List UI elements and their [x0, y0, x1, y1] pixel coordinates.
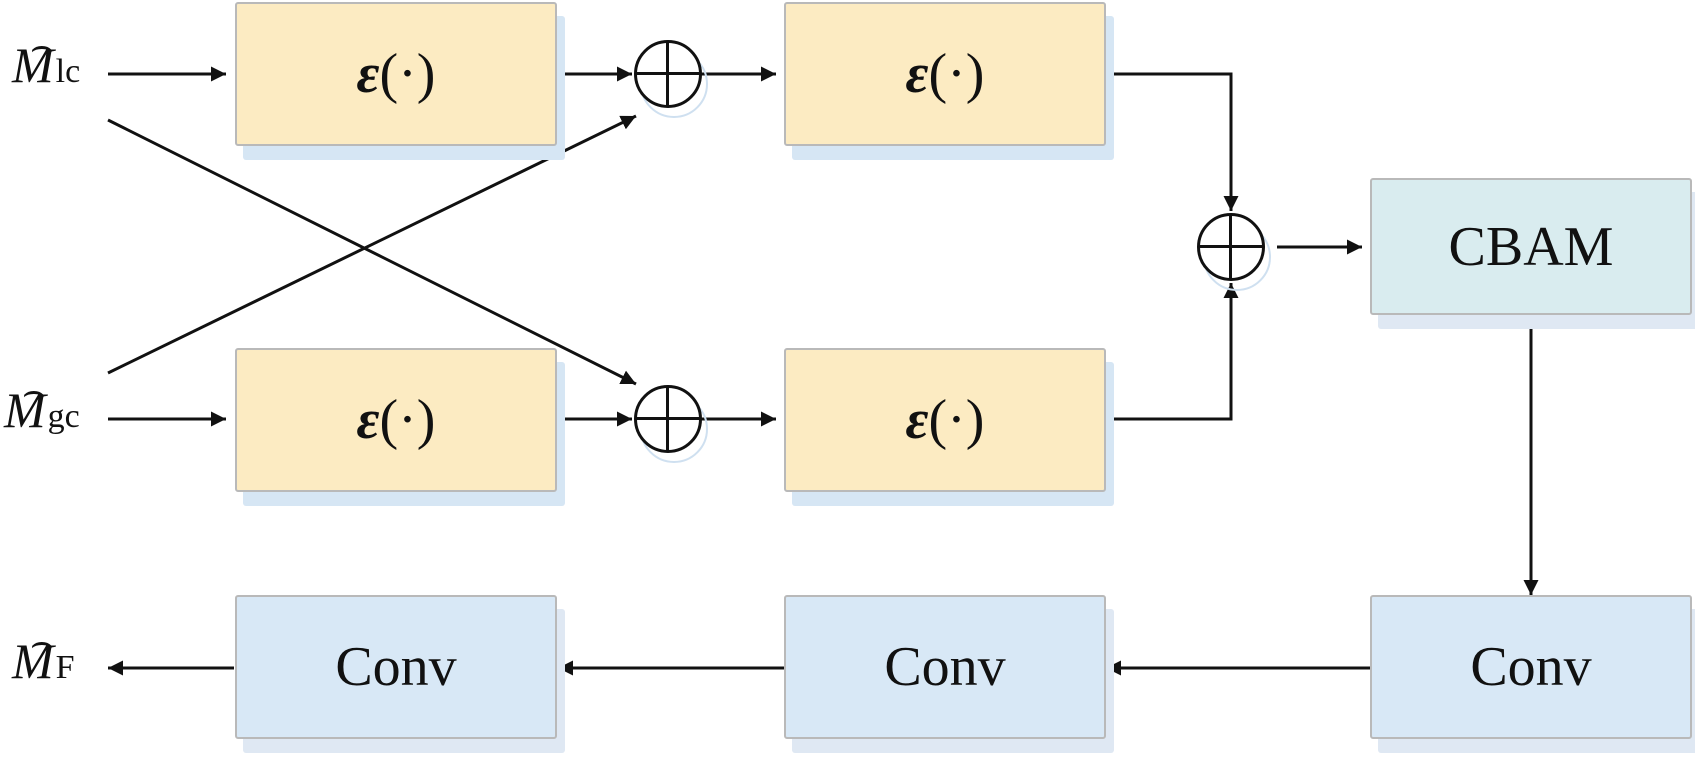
input-label-gc: ⌢ Mgc	[4, 371, 80, 438]
encoder-box-top-right: ε(·)	[784, 2, 1106, 146]
encoder-box-bottom-left: ε(·)	[235, 348, 557, 492]
conv-box-middle: Conv	[784, 595, 1106, 739]
cbam-box: CBAM	[1370, 178, 1692, 315]
encoder-box-top-left: ε(·)	[235, 2, 557, 146]
arrow-lc-cross	[107, 118, 637, 386]
conv-box-right: Conv	[1370, 595, 1692, 739]
sum-node-merge	[1197, 213, 1271, 291]
conv-label: Conv	[335, 636, 457, 698]
encoder-label: ε(·)	[356, 43, 436, 105]
encoder-label: ε(·)	[356, 389, 436, 451]
conv-box-left: Conv	[235, 595, 557, 739]
cbam-label: CBAM	[1448, 215, 1614, 278]
conv-label: Conv	[1470, 636, 1592, 698]
conv-label: Conv	[884, 636, 1006, 698]
encoder-box-bottom-right: ε(·)	[784, 348, 1106, 492]
sum-node-top	[634, 40, 708, 118]
output-label-f: ⌢ MF	[12, 622, 75, 689]
arrow-enc2-to-sum3	[1104, 72, 1239, 211]
sum-node-bottom	[634, 385, 708, 463]
arrow-enc4-to-sum3	[1104, 283, 1239, 421]
input-label-lc: ⌢ Mlc	[12, 26, 81, 93]
encoder-label: ε(·)	[905, 43, 985, 105]
arrow-gc-cross	[107, 114, 637, 375]
encoder-label: ε(·)	[905, 389, 985, 451]
